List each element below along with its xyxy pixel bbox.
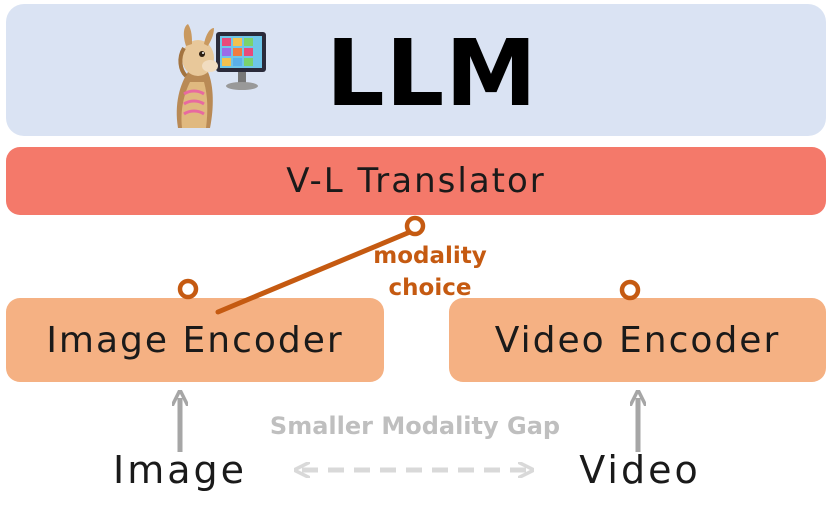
llm-block: LLM (6, 4, 826, 136)
llama-with-monitor-icon (176, 24, 266, 128)
modality-choice-label: modality choice (360, 240, 500, 304)
vl-translator-label: V-L Translator (286, 161, 546, 201)
llm-title: LLM (326, 20, 538, 127)
modality-gap-label: Smaller Modality Gap (269, 412, 561, 440)
video-encoder-block: Video Encoder (449, 298, 826, 382)
video-encoder-label: Video Encoder (494, 319, 781, 361)
switch-contact-image (177, 278, 199, 300)
modality-choice-line2: choice (388, 275, 472, 301)
video-input-label: Video (579, 448, 701, 492)
switch-pivot-translator (404, 215, 426, 237)
image-encoder-block: Image Encoder (6, 298, 384, 382)
switch-lever (215, 229, 413, 315)
modality-choice-line1: modality (373, 243, 487, 269)
vl-translator-block: V-L Translator (6, 147, 826, 215)
image-input-label: Image (112, 448, 247, 492)
switch-contact-video (619, 279, 641, 301)
image-encoder-label: Image Encoder (46, 319, 344, 361)
